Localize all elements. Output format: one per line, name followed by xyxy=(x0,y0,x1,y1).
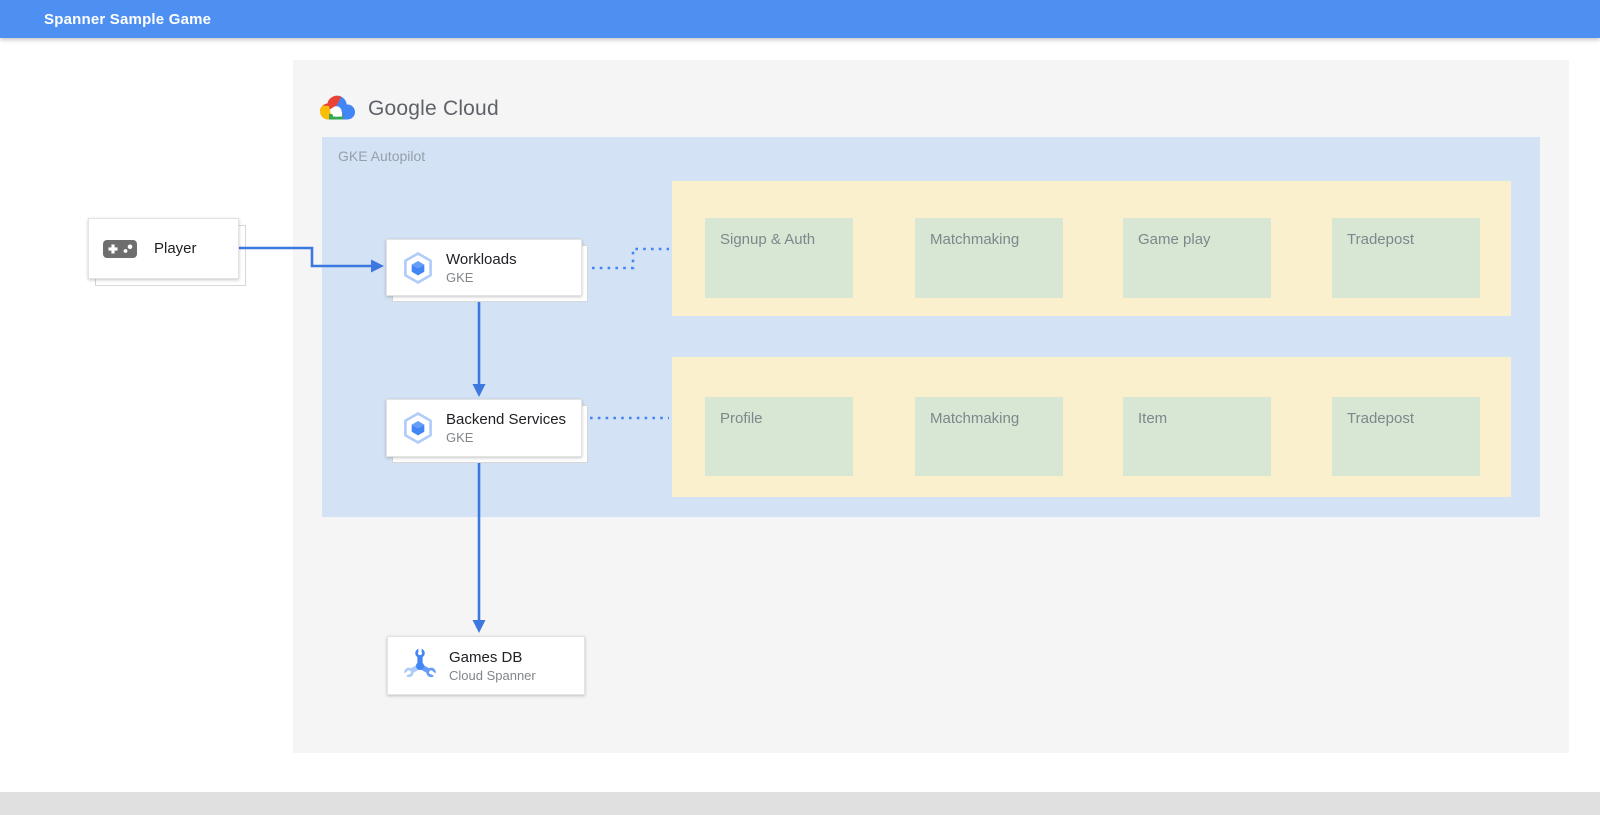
service-label: Tradepost xyxy=(1347,410,1414,427)
gke-autopilot-label: GKE Autopilot xyxy=(338,148,426,164)
backend-services-row: Profile Matchmaking Item Tradepost xyxy=(672,357,1511,497)
backend-services-title: Backend Services xyxy=(446,411,567,428)
app-title: Spanner Sample Game xyxy=(44,10,212,28)
service-label: Matchmaking xyxy=(930,410,1020,427)
service-label: Tradepost xyxy=(1347,231,1414,248)
google-cloud-brand: Google Cloud xyxy=(316,92,499,126)
games-db-node: Games DB Cloud Spanner xyxy=(387,636,585,695)
google-cloud-logo-icon xyxy=(316,93,358,125)
service-box: Matchmaking xyxy=(915,397,1063,476)
backend-services-node: Backend Services GKE xyxy=(386,399,582,457)
workloads-services-row: Signup & Auth Matchmaking Game play Trad… xyxy=(672,181,1511,316)
workloads-node: Workloads GKE xyxy=(386,239,582,296)
service-label: Profile xyxy=(720,410,763,427)
google-cloud-wordmark: Google Cloud xyxy=(368,97,499,120)
app-header: Spanner Sample Game xyxy=(0,0,1600,38)
cloud-spanner-icon xyxy=(401,646,439,685)
games-db-subtitle: Cloud Spanner xyxy=(449,667,536,683)
service-label: Game play xyxy=(1138,231,1211,248)
service-label: Item xyxy=(1138,410,1168,427)
games-db-title: Games DB xyxy=(449,648,523,666)
gke-icon xyxy=(400,250,436,286)
service-label: Matchmaking xyxy=(930,231,1020,248)
service-box: Tradepost xyxy=(1332,218,1480,298)
gke-icon xyxy=(400,410,436,446)
backend-services-subtitle: GKE xyxy=(446,430,474,445)
player-label: Player xyxy=(154,240,197,257)
service-box: Game play xyxy=(1123,218,1271,298)
footer-bar xyxy=(0,792,1600,815)
service-label: Signup & Auth xyxy=(720,231,816,248)
service-box: Profile xyxy=(705,397,853,476)
workloads-subtitle: GKE xyxy=(446,269,474,285)
service-box: Item xyxy=(1123,397,1271,476)
service-box: Signup & Auth xyxy=(705,218,853,298)
gamepad-icon xyxy=(102,237,138,261)
workloads-title: Workloads xyxy=(446,250,517,268)
service-box: Tradepost xyxy=(1332,397,1480,476)
player-node: Player xyxy=(88,218,239,279)
service-box: Matchmaking xyxy=(915,218,1063,298)
